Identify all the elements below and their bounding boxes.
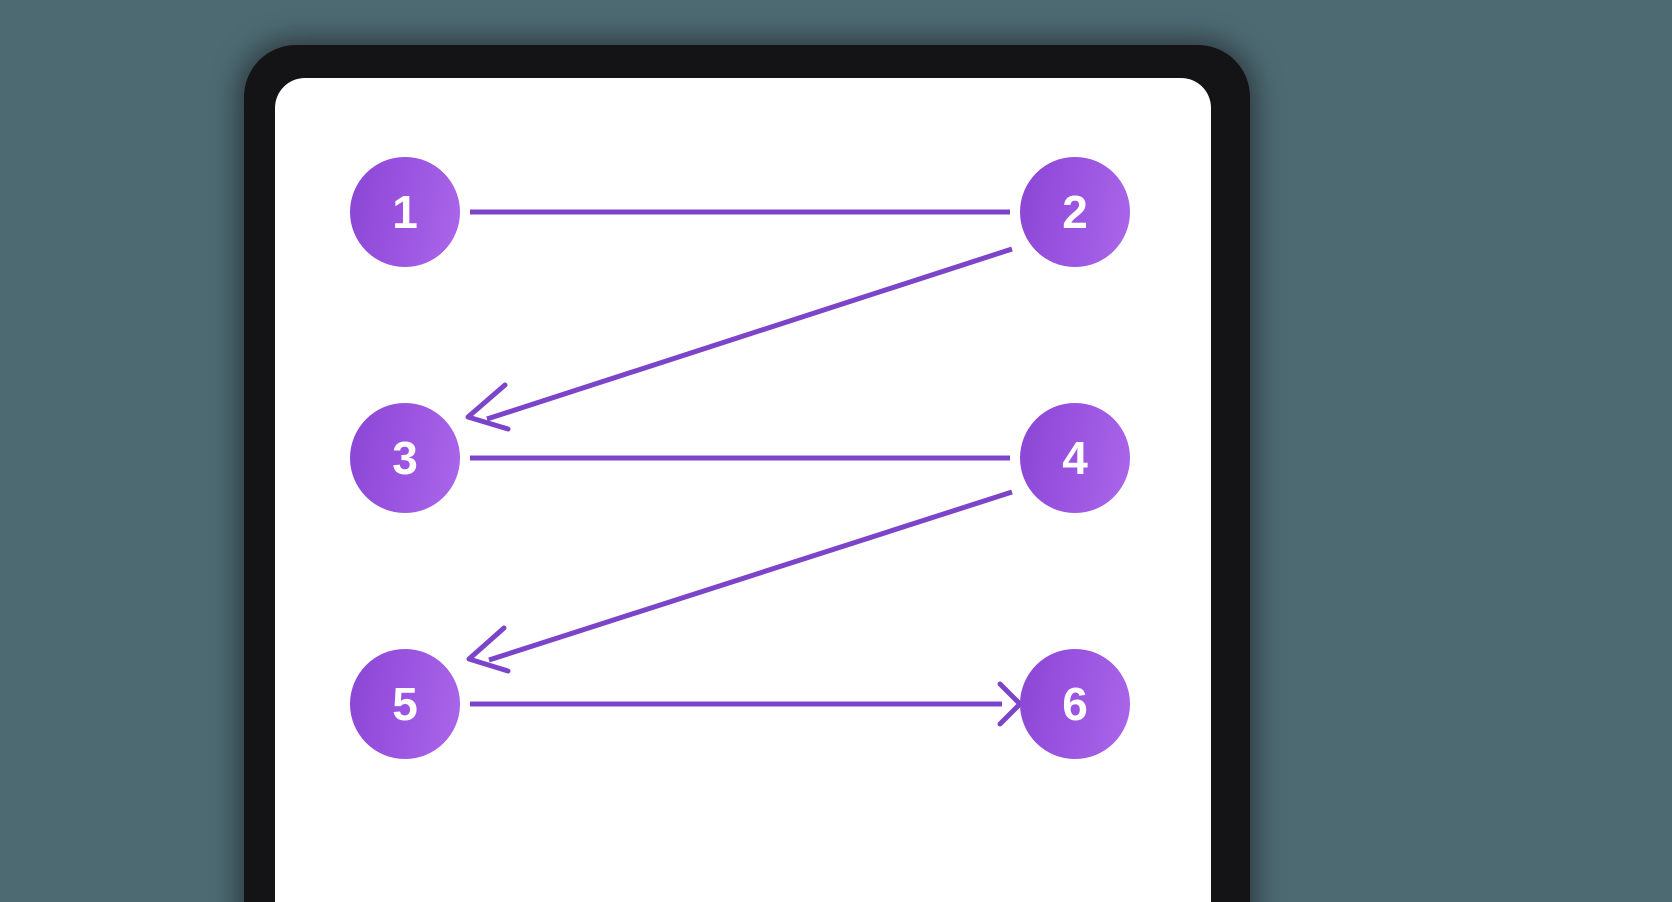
graph-node-5-label: 5 [392,678,418,730]
graph-node-2-label: 2 [1062,186,1088,238]
graph-node-3[interactable]: 3 [350,403,460,513]
graph-node-4-label: 4 [1062,432,1088,484]
graph-node-1-label: 1 [392,186,418,238]
graph-node-6[interactable]: 6 [1020,649,1130,759]
graph-node-1[interactable]: 1 [350,157,460,267]
graph-node-3-label: 3 [392,432,418,484]
graph-node-4[interactable]: 4 [1020,403,1130,513]
graph-node-5[interactable]: 5 [350,649,460,759]
graph-node-6-label: 6 [1062,678,1088,730]
graph-node-2[interactable]: 2 [1020,157,1130,267]
